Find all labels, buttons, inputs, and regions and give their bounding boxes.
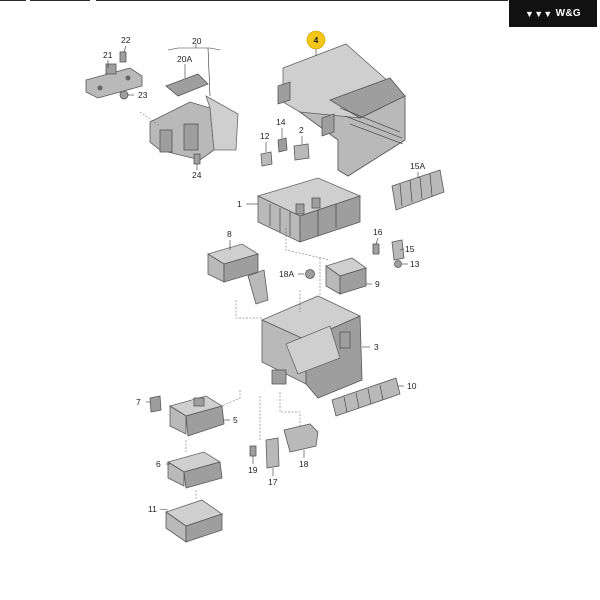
part-clip-15[interactable]: [391, 239, 405, 261]
label-10: 10: [407, 381, 417, 391]
label-21: 21: [103, 50, 113, 60]
label-24: 24: [192, 170, 202, 180]
label-7: 7: [136, 397, 141, 407]
label-22: 22: [121, 35, 131, 45]
part-bolt-24[interactable]: [193, 153, 201, 165]
part-carrier-3[interactable]: [261, 295, 363, 399]
part-nut-13[interactable]: [394, 260, 402, 268]
part-block-5[interactable]: [169, 395, 225, 437]
part-nut-18a[interactable]: [305, 269, 315, 279]
part-relay-2[interactable]: [293, 143, 310, 161]
part-fuse-strip-10[interactable]: [331, 377, 401, 417]
part-relay-7[interactable]: [149, 395, 162, 413]
part-labels: 21 22 23 20 20A 24 12 14 2 1 15A 16 15 1…: [103, 35, 425, 514]
label-23: 23: [138, 90, 148, 100]
brand-badge: ▼▼▼ W&G: [509, 0, 597, 27]
label-20a: 20A: [177, 54, 192, 64]
part-screw-16[interactable]: [372, 243, 380, 255]
label-15a: 15A: [410, 161, 425, 171]
part-relay-12[interactable]: [260, 151, 273, 167]
label-6: 6: [156, 459, 161, 469]
label-12: 12: [260, 131, 270, 141]
label-20: 20: [192, 36, 202, 46]
top-border-left: [0, 0, 26, 1]
highlight-marker-4[interactable]: 4: [306, 30, 326, 56]
wings-logo-icon: ▼▼▼: [525, 8, 553, 19]
label-15: 15: [405, 244, 415, 254]
label-13: 13: [410, 259, 420, 269]
part-screw-19[interactable]: [249, 445, 257, 457]
part-relay-14[interactable]: [277, 137, 288, 153]
label-16: 16: [373, 227, 383, 237]
part-fuse-strip-15a[interactable]: [391, 169, 445, 211]
label-18a: 18A: [279, 269, 294, 279]
label-18: 18: [299, 459, 309, 469]
label-5: 5: [233, 415, 238, 425]
top-border-mid: [30, 0, 90, 1]
label-19: 19: [248, 465, 258, 475]
brand-text: W&G: [555, 8, 581, 19]
part-block-6[interactable]: [167, 451, 223, 489]
part-connector-17[interactable]: [265, 437, 280, 469]
part-housing-8[interactable]: [207, 243, 269, 305]
label-14: 14: [276, 117, 286, 127]
part-bracket-21[interactable]: [85, 63, 143, 99]
leader-lines: [107, 44, 419, 511]
label-2: 2: [299, 125, 304, 135]
part-nut-23[interactable]: [119, 90, 129, 100]
part-base-box-1[interactable]: [256, 177, 362, 243]
label-4: 4: [314, 35, 319, 45]
label-1: 1: [237, 199, 242, 209]
label-11: 11: [148, 504, 157, 514]
part-screw-22[interactable]: [119, 51, 127, 63]
part-cover-4[interactable]: [277, 43, 406, 177]
label-3: 3: [374, 342, 379, 352]
label-17: 17: [268, 477, 278, 487]
part-tray-11[interactable]: [165, 499, 223, 543]
top-border-right: [96, 0, 508, 1]
label-9: 9: [375, 279, 380, 289]
part-holder-20[interactable]: [149, 73, 239, 161]
label-8: 8: [227, 229, 232, 239]
part-connector-18[interactable]: [283, 423, 319, 453]
part-housing-9[interactable]: [325, 257, 367, 295]
